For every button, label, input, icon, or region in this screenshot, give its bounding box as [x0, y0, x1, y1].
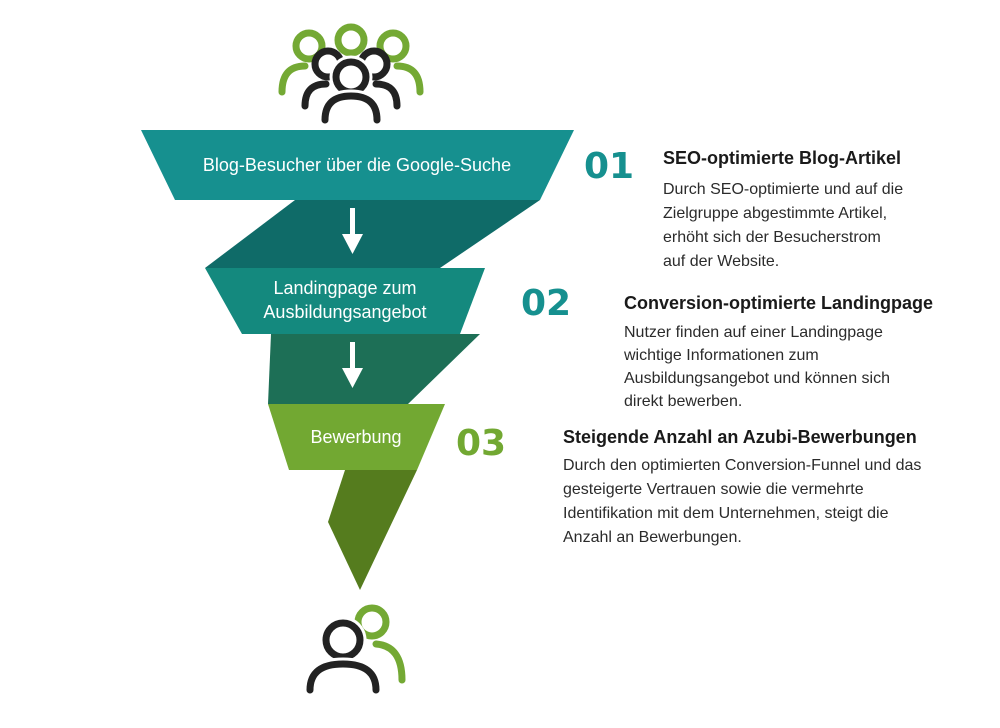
step-3-line-4: Anzahl an Bewerbungen.: [563, 529, 742, 546]
step-3-number: 03: [456, 423, 506, 464]
funnel-connector-2: [268, 334, 480, 404]
step-3-title: Steigende Anzahl an Azubi-Bewerbungen: [563, 427, 917, 447]
step-1-line-4: auf der Website.: [663, 253, 779, 270]
step-2-line-4: direkt bewerben.: [624, 393, 742, 410]
funnel-stage-1: [141, 130, 574, 200]
step-1-line-3: erhöht sich der Besucherstrom: [663, 229, 881, 246]
funnel-connector-3: [328, 470, 417, 590]
user-group-icon: [278, 23, 424, 127]
step-1-number: 01: [584, 146, 634, 187]
step-2-line-1: Nutzer finden auf einer Landingpage: [624, 324, 883, 341]
step-3-line-2: gesteigerte Vertrauen sowie die vermehrt…: [563, 481, 864, 498]
funnel-stage-2-label-line-1: Landingpage zum: [273, 278, 416, 298]
funnel-stage-2-label-line-2: Ausbildungsangebot: [263, 302, 426, 322]
funnel-stage-2: [205, 268, 485, 334]
step-1-line-1: Durch SEO-optimierte und auf die: [663, 181, 903, 198]
step-2-line-3: Ausbildungsangebot und können sich: [624, 370, 890, 387]
step-2-line-2: wichtige Informationen zum: [623, 347, 819, 364]
down-arrow-icon: [342, 208, 363, 254]
step-3-line-3: Identifikation mit dem Unternehmen, stei…: [563, 505, 889, 522]
step-1-line-2: Zielgruppe abgestimmte Artikel,: [663, 205, 887, 222]
funnel-connector-1: [205, 200, 540, 268]
funnel-stage-1-label: Blog-Besucher über die Google-Suche: [203, 155, 511, 175]
funnel-stage-3-label: Bewerbung: [310, 427, 401, 447]
down-arrow-icon: [342, 342, 363, 388]
step-3-line-1: Durch den optimierten Conversion-Funnel …: [563, 457, 921, 474]
step-2-number: 02: [521, 283, 571, 324]
funnel-stage-3: [268, 404, 445, 470]
user-pair-icon: [303, 604, 406, 697]
step-2-title: Conversion-optimierte Landingpage: [624, 293, 933, 313]
step-1-title: SEO-optimierte Blog-Artikel: [663, 148, 901, 168]
